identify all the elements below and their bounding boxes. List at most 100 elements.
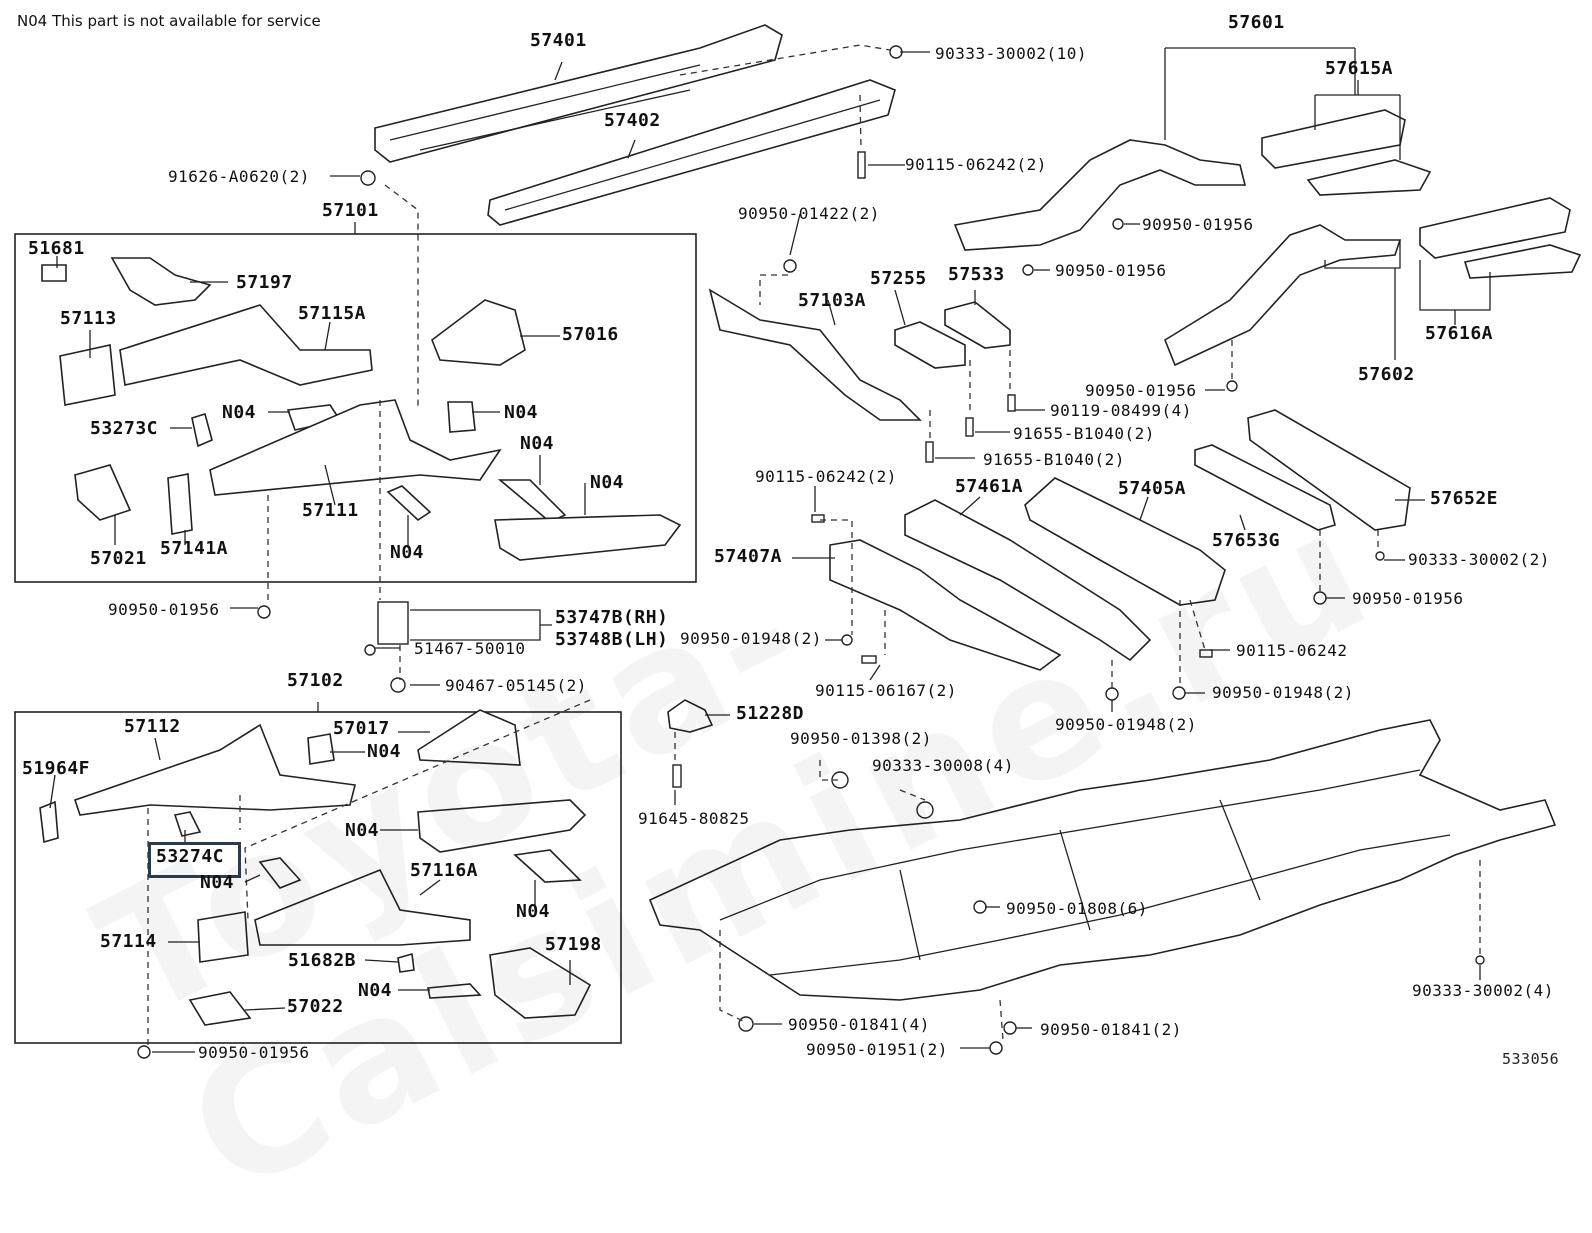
selected-part-highlight bbox=[148, 842, 241, 878]
leader-lines bbox=[147, 44, 1481, 1048]
label-57653G[interactable]: 57653G bbox=[1212, 530, 1281, 551]
label-90950-01956-e[interactable]: 90950-01956 bbox=[1085, 381, 1197, 400]
label-n04-f[interactable]: N04 bbox=[367, 741, 402, 762]
label-51681[interactable]: 51681 bbox=[28, 238, 85, 259]
label-57101[interactable]: 57101 bbox=[322, 200, 379, 221]
label-91655-b1040-a[interactable]: 91655-B1040(2) bbox=[1013, 424, 1155, 443]
label-90950-01956-f[interactable]: 90950-01956 bbox=[1352, 589, 1464, 608]
part-57601 bbox=[953, 139, 1247, 251]
label-57103A[interactable]: 57103A bbox=[798, 290, 867, 311]
label-n04-h[interactable]: N04 bbox=[200, 872, 235, 893]
label-n04-d[interactable]: N04 bbox=[520, 433, 555, 454]
label-51228D[interactable]: 51228D bbox=[736, 703, 805, 724]
label-57116A[interactable]: 57116A bbox=[410, 860, 479, 881]
part-n04-b bbox=[447, 401, 476, 433]
label-57255[interactable]: 57255 bbox=[870, 268, 927, 289]
part-57115A bbox=[119, 304, 373, 386]
label-n04-e[interactable]: N04 bbox=[590, 472, 625, 493]
label-90467-05145[interactable]: 90467-05145(2) bbox=[445, 676, 587, 695]
label-53747B-rh[interactable]: 53747B(RH) bbox=[555, 607, 669, 628]
label-90950-01948-b[interactable]: 90950-01948(2) bbox=[1055, 715, 1197, 734]
label-57021[interactable]: 57021 bbox=[90, 548, 147, 569]
label-90950-01808[interactable]: 90950-01808(6) bbox=[1006, 899, 1148, 918]
label-57198[interactable]: 57198 bbox=[545, 934, 602, 955]
part-57615A-bottom bbox=[1306, 159, 1432, 196]
label-51467-50010[interactable]: 51467-50010 bbox=[414, 639, 526, 658]
part-51228D bbox=[667, 699, 714, 733]
label-57461A[interactable]: 57461A bbox=[955, 476, 1024, 497]
label-57114[interactable]: 57114 bbox=[100, 931, 157, 952]
label-90950-01948-a[interactable]: 90950-01948(2) bbox=[680, 629, 822, 648]
label-90115-06242-2b[interactable]: 90115-06242(2) bbox=[755, 467, 897, 486]
label-n04-j[interactable]: N04 bbox=[358, 980, 393, 1001]
label-90950-01398[interactable]: 90950-01398(2) bbox=[790, 729, 932, 748]
label-57017[interactable]: 57017 bbox=[333, 718, 390, 739]
label-90950-01841-a[interactable]: 90950-01841(4) bbox=[788, 1015, 930, 1034]
label-90950-01422[interactable]: 90950-01422(2) bbox=[738, 204, 880, 223]
label-90333-30002-4[interactable]: 90333-30002(4) bbox=[1412, 981, 1554, 1000]
part-57652E bbox=[1247, 409, 1411, 531]
frame-crossmember-1 bbox=[899, 869, 921, 961]
label-leaders bbox=[49, 47, 1491, 1053]
label-57405A[interactable]: 57405A bbox=[1118, 478, 1187, 499]
label-57115A[interactable]: 57115A bbox=[298, 303, 367, 324]
label-90119-08499[interactable]: 90119-08499(4) bbox=[1050, 401, 1192, 420]
label-57402[interactable]: 57402 bbox=[604, 110, 661, 131]
label-90950-01956-b[interactable]: 90950-01956 bbox=[198, 1043, 310, 1062]
label-53274C[interactable]: 53274C bbox=[156, 846, 225, 867]
part-n04-c bbox=[386, 485, 432, 522]
part-57103A bbox=[708, 288, 922, 421]
label-91655-b1040-b[interactable]: 91655-B1040(2) bbox=[983, 450, 1125, 469]
label-57601[interactable]: 57601 bbox=[1228, 12, 1285, 33]
label-90333-30008[interactable]: 90333-30008(4) bbox=[872, 756, 1014, 775]
label-57615A[interactable]: 57615A bbox=[1325, 58, 1394, 79]
label-90950-01951[interactable]: 90950-01951(2) bbox=[806, 1040, 948, 1059]
label-90950-01956-a[interactable]: 90950-01956 bbox=[108, 600, 220, 619]
label-90950-01956-c[interactable]: 90950-01956 bbox=[1142, 215, 1254, 234]
label-90950-01956-d[interactable]: 90950-01956 bbox=[1055, 261, 1167, 280]
label-91645-80825[interactable]: 91645-80825 bbox=[638, 809, 750, 828]
label-57111[interactable]: 57111 bbox=[302, 500, 359, 521]
part-57653G bbox=[1194, 444, 1336, 531]
label-51964F[interactable]: 51964F bbox=[22, 758, 91, 779]
label-57102[interactable]: 57102 bbox=[287, 670, 344, 691]
label-n04-a[interactable]: N04 bbox=[222, 402, 257, 423]
label-53273C[interactable]: 53273C bbox=[90, 418, 159, 439]
label-57616A[interactable]: 57616A bbox=[1425, 323, 1494, 344]
frame-rail-right bbox=[719, 769, 1421, 921]
label-57652E[interactable]: 57652E bbox=[1430, 488, 1499, 509]
label-57113[interactable]: 57113 bbox=[60, 308, 117, 329]
label-57407A[interactable]: 57407A bbox=[714, 546, 783, 567]
label-90950-01841-b[interactable]: 90950-01841(2) bbox=[1040, 1020, 1182, 1039]
part-53274C bbox=[173, 811, 202, 837]
label-57141A[interactable]: 57141A bbox=[160, 538, 229, 559]
label-53748B-lh[interactable]: 53748B(LH) bbox=[555, 629, 669, 650]
label-57022[interactable]: 57022 bbox=[287, 996, 344, 1017]
label-57602[interactable]: 57602 bbox=[1358, 364, 1415, 385]
part-57016 bbox=[431, 299, 526, 366]
label-51682B[interactable]: 51682B bbox=[288, 950, 357, 971]
label-57016[interactable]: 57016 bbox=[562, 324, 619, 345]
label-90950-01948-c[interactable]: 90950-01948(2) bbox=[1212, 683, 1354, 702]
part-57405A bbox=[1024, 477, 1226, 606]
label-57197[interactable]: 57197 bbox=[236, 272, 293, 293]
part-n04-d bbox=[497, 479, 567, 523]
label-91626-a0620[interactable]: 91626-A0620(2) bbox=[168, 167, 310, 186]
label-90333-30002-10[interactable]: 90333-30002(10) bbox=[935, 44, 1087, 63]
label-n04-g[interactable]: N04 bbox=[345, 820, 380, 841]
label-90115-06242-2[interactable]: 90115-06242(2) bbox=[905, 155, 1047, 174]
label-90115-06242[interactable]: 90115-06242 bbox=[1236, 641, 1348, 660]
fasteners bbox=[137, 45, 1485, 1059]
label-n04-b[interactable]: N04 bbox=[504, 402, 539, 423]
part-57021 bbox=[74, 464, 132, 521]
part-n04-f bbox=[307, 733, 335, 765]
label-57401[interactable]: 57401 bbox=[530, 30, 587, 51]
label-90115-06167[interactable]: 90115-06167(2) bbox=[815, 681, 957, 700]
label-n04-i[interactable]: N04 bbox=[516, 901, 551, 922]
label-57112[interactable]: 57112 bbox=[124, 716, 181, 737]
note-text: N04 This part is not available for servi… bbox=[17, 12, 321, 30]
part-57602 bbox=[1164, 224, 1402, 367]
label-90333-30002-2[interactable]: 90333-30002(2) bbox=[1408, 550, 1550, 569]
label-57533[interactable]: 57533 bbox=[948, 264, 1005, 285]
label-n04-c[interactable]: N04 bbox=[390, 542, 425, 563]
